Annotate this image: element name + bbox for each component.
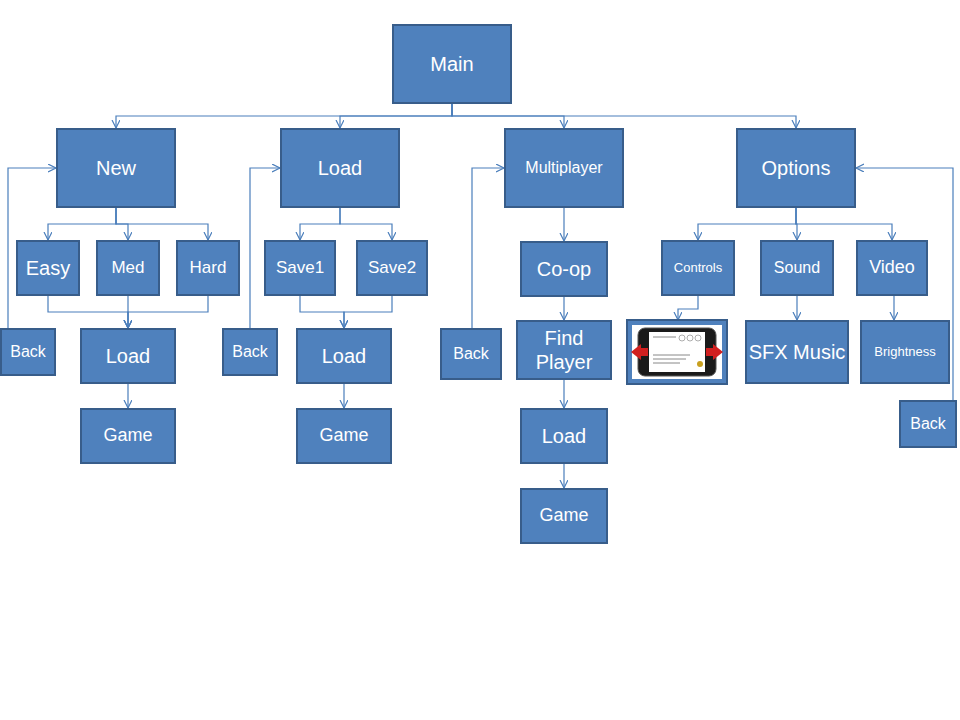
menu-box: Back — [0, 328, 56, 376]
menu-connector — [128, 296, 208, 328]
menu-connector — [127, 384, 128, 408]
box-label: Load — [318, 156, 363, 180]
box-label: Multiplayer — [525, 158, 602, 177]
menu-connector — [452, 104, 796, 128]
connector-group — [8, 104, 953, 488]
menu-connector — [116, 104, 452, 128]
menu-box: Options — [736, 128, 856, 208]
box-label: Save2 — [368, 258, 416, 278]
screen-button — [697, 361, 703, 367]
box-label: Med — [111, 258, 144, 278]
screen-lines — [653, 337, 690, 363]
box-label: Sound — [774, 258, 820, 277]
menu-box: New — [56, 128, 176, 208]
menu-connector — [698, 208, 796, 240]
menu-box: Multiplayer — [504, 128, 624, 208]
menu-box: Game — [520, 488, 608, 544]
box-label: Save1 — [276, 258, 324, 278]
menu-box: Co-op — [520, 241, 608, 297]
menu-connector — [563, 380, 564, 408]
menu-connector — [300, 296, 344, 328]
image-arrow — [678, 296, 698, 320]
box-label: Back — [10, 342, 46, 361]
left-arrow — [631, 344, 648, 360]
box-label: Video — [869, 257, 915, 279]
menu-box: Video — [856, 240, 928, 296]
menu-box: Brightness — [860, 320, 950, 384]
menu-connector — [796, 208, 892, 240]
image-frame — [627, 320, 727, 384]
box-label: Game — [319, 425, 368, 447]
box-label: Co-op — [537, 257, 591, 281]
menu-box: Back — [899, 400, 957, 448]
box-label: SFX Music — [749, 340, 846, 364]
image-ground — [632, 325, 722, 379]
box-label: Main — [430, 52, 473, 76]
menu-connector — [116, 208, 208, 240]
box-label: Easy — [26, 256, 70, 280]
box-label: Brightness — [874, 344, 935, 360]
menu-box: Main — [392, 24, 512, 104]
screen-circles — [679, 335, 701, 341]
menu-box: Med — [96, 240, 160, 296]
menu-connector — [472, 168, 504, 328]
menu-connector — [344, 296, 392, 328]
menu-connector — [343, 384, 344, 408]
menu-connector — [796, 296, 797, 320]
menu-box: Hard — [176, 240, 240, 296]
box-label: Load — [542, 424, 587, 448]
menu-connector — [563, 208, 564, 241]
box-label: New — [96, 156, 136, 180]
menu-box: Find Player — [516, 320, 612, 380]
menu-box: SFX Music — [745, 320, 849, 384]
menu-box: Game — [296, 408, 392, 464]
box-label: Back — [232, 342, 268, 361]
menu-box: Load — [80, 328, 176, 384]
menu-box: Load — [520, 408, 608, 464]
menu-connector — [856, 168, 953, 400]
menu-connector — [563, 464, 564, 488]
menu-box: Sound — [760, 240, 834, 296]
box-label: Options — [762, 156, 831, 180]
menu-box: Load — [296, 328, 392, 384]
box-label: Find Player — [518, 326, 610, 374]
menu-connector — [48, 296, 128, 328]
phone-screen — [649, 332, 705, 372]
menu-connector — [893, 296, 894, 320]
menu-box: Controls — [661, 240, 735, 296]
menu-box: Easy — [16, 240, 80, 296]
box-label: Load — [322, 344, 367, 368]
box-label: Game — [103, 425, 152, 447]
box-label: Controls — [674, 260, 722, 276]
menu-connector — [563, 297, 564, 320]
box-label: Load — [106, 344, 151, 368]
menu-box: Save1 — [264, 240, 336, 296]
menu-connector — [48, 208, 116, 240]
box-label: Back — [910, 414, 946, 433]
phone-body — [638, 328, 716, 376]
right-arrow — [706, 344, 723, 360]
menu-box: Back — [222, 328, 278, 376]
menu-box: Load — [280, 128, 400, 208]
menu-box: Back — [440, 328, 502, 380]
menu-connector — [340, 208, 392, 240]
box-label: Back — [453, 344, 489, 363]
box-label: Hard — [190, 258, 227, 278]
menu-box: Save2 — [356, 240, 428, 296]
menu-connector — [300, 208, 340, 240]
menu-box: Game — [80, 408, 176, 464]
box-label: Game — [539, 505, 588, 527]
menu-connector — [340, 104, 452, 128]
